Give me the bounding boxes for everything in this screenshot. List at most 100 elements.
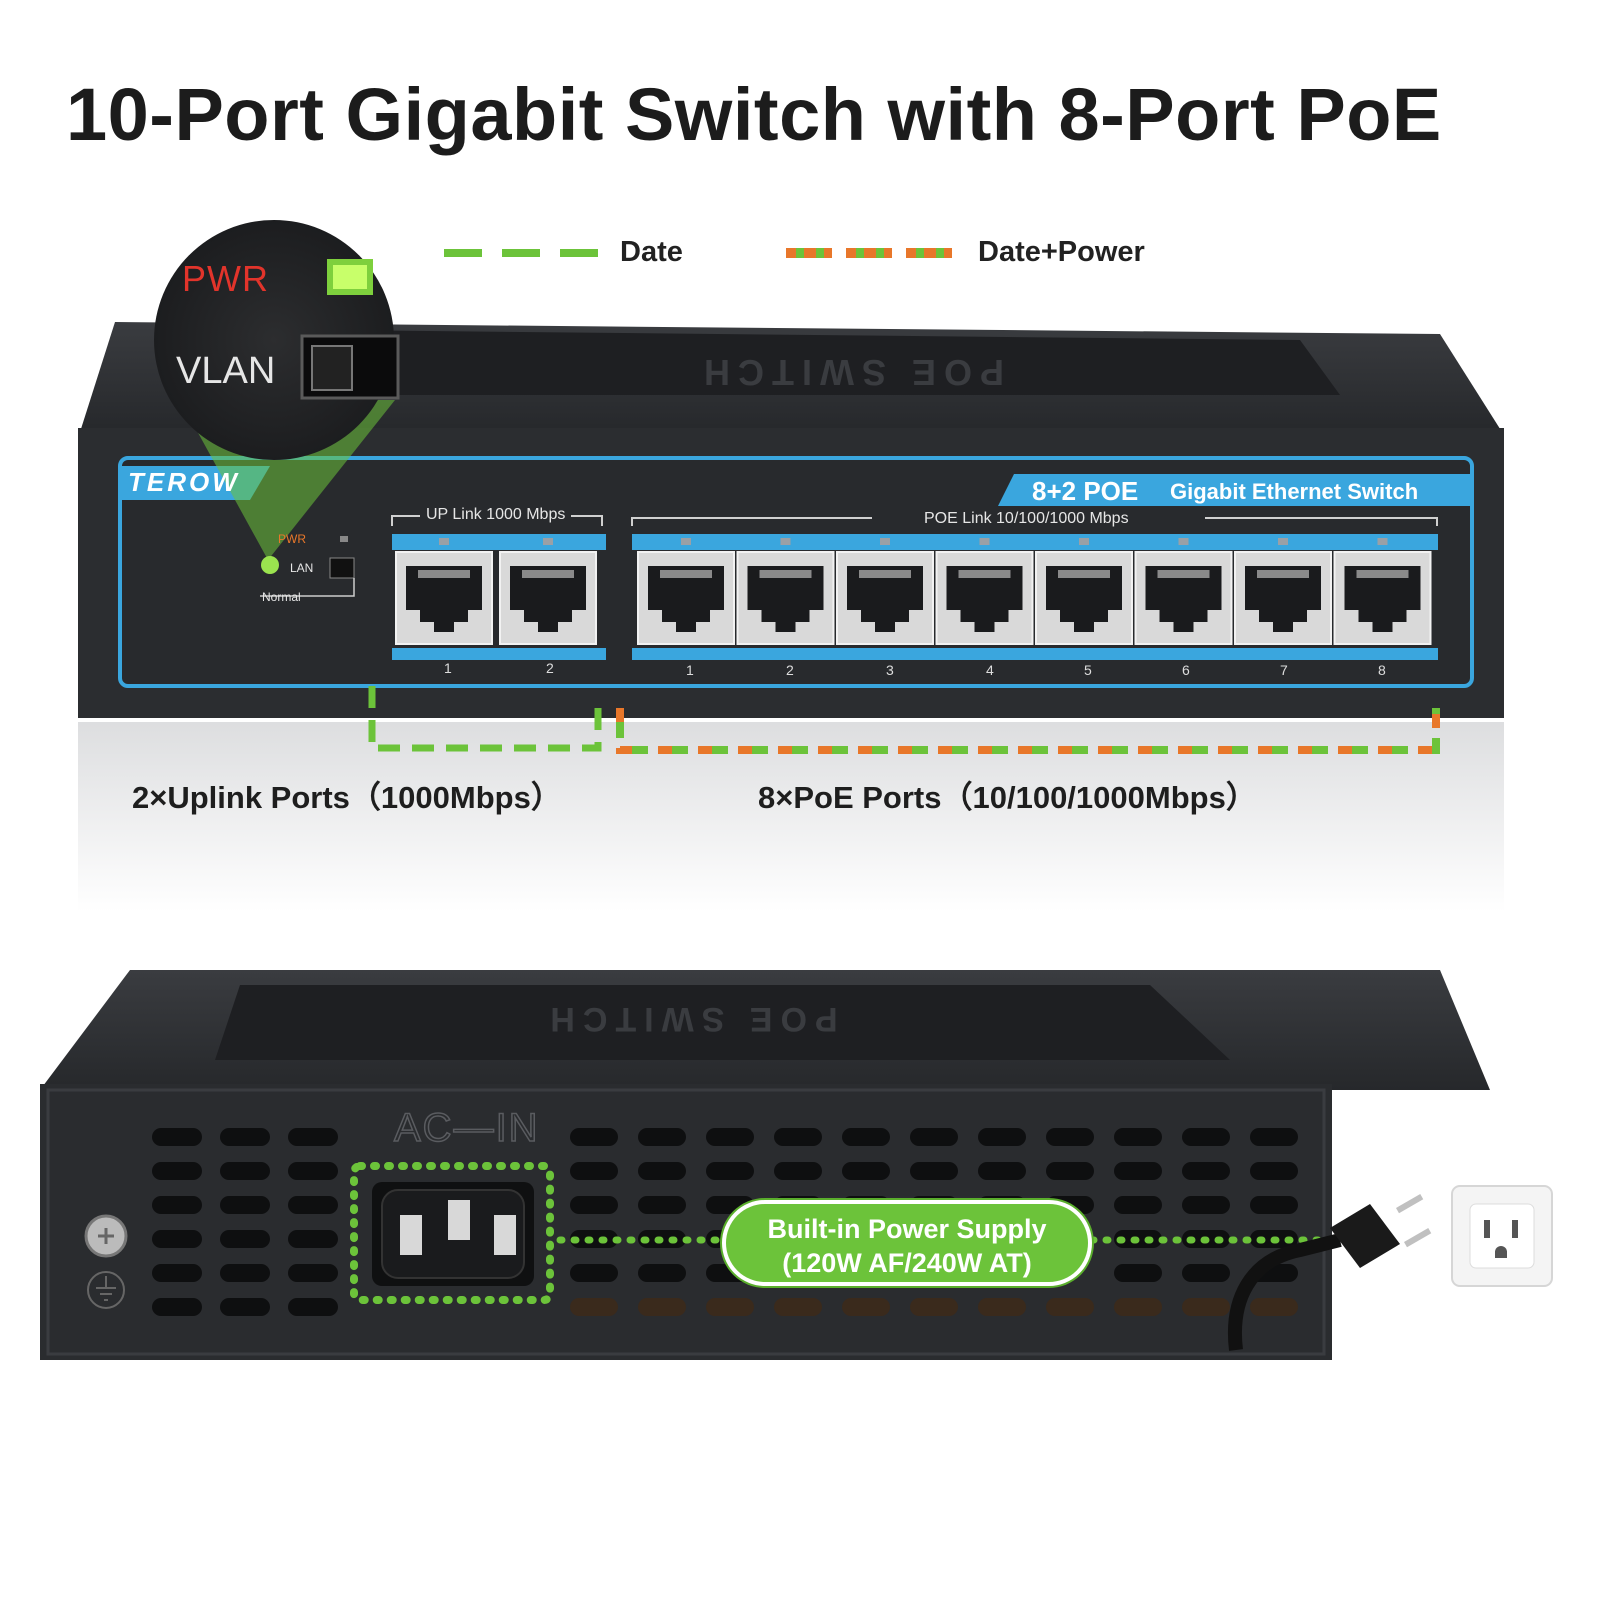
vent-slot — [152, 1196, 202, 1214]
led-highlight-dot — [261, 556, 279, 574]
normal-label: Normal — [262, 590, 301, 604]
psu-line-1: Built-in Power Supply — [767, 1214, 1047, 1244]
uplink-port[interactable] — [395, 538, 493, 645]
vent-slot — [978, 1162, 1026, 1180]
power-cord — [1228, 1233, 1342, 1351]
uplink-port[interactable] — [499, 538, 597, 645]
poe-port-number: 8 — [1378, 662, 1386, 678]
poe-port-number: 4 — [986, 662, 994, 678]
vent-slot — [570, 1162, 618, 1180]
psu-line-2: (120W AF/240W AT) — [782, 1248, 1032, 1278]
poe-port[interactable] — [637, 538, 735, 645]
poe-port[interactable] — [1134, 538, 1233, 645]
vent-slot — [1114, 1298, 1162, 1316]
vlan-switch-label: LAN — [290, 561, 314, 575]
legend-data-label: Date — [620, 236, 683, 268]
poe-port[interactable] — [935, 538, 1034, 645]
model-banner — [998, 474, 1472, 506]
power-supply-badge: Built-in Power Supply (120W AF/240W AT) — [722, 1200, 1092, 1286]
vent-slot — [220, 1196, 270, 1214]
vent-slot — [910, 1128, 958, 1146]
uplink-port-number: 1 — [444, 660, 452, 676]
vent-slot — [842, 1128, 890, 1146]
vent-slot — [220, 1128, 270, 1146]
ac-in-label: AC—IN — [393, 1105, 540, 1151]
model-banner-text: 8+2 POE — [1032, 476, 1139, 506]
poe-port[interactable] — [836, 538, 934, 645]
vent-slot — [706, 1128, 754, 1146]
vent-slot — [638, 1298, 686, 1316]
product-banner-text: Gigabit Ethernet Switch — [1170, 479, 1419, 504]
vent-slot — [220, 1264, 270, 1282]
vent-slot — [774, 1128, 822, 1146]
vent-slot — [152, 1162, 202, 1180]
vent-slot — [910, 1162, 958, 1180]
poe-port[interactable] — [1234, 538, 1332, 645]
vent-slot — [220, 1230, 270, 1248]
vent-slot — [774, 1298, 822, 1316]
vent-slot — [570, 1128, 618, 1146]
vent-slot — [220, 1162, 270, 1180]
vent-slot — [220, 1298, 270, 1316]
zoom-vlan-label: VLAN — [176, 350, 276, 392]
uplink-port-number: 2 — [546, 660, 554, 676]
vent-slot — [706, 1298, 754, 1316]
vent-slot — [288, 1298, 338, 1316]
zoom-pwr-label: PWR — [182, 258, 269, 299]
poe-port[interactable] — [736, 538, 835, 645]
vent-slot — [638, 1128, 686, 1146]
vent-slot — [1114, 1128, 1162, 1146]
ground-symbol — [87, 1271, 125, 1309]
poe-port-number: 2 — [786, 662, 794, 678]
vent-slot — [1250, 1128, 1298, 1146]
poe-port-number: 1 — [686, 662, 694, 678]
vent-slot — [1182, 1128, 1230, 1146]
vent-slot — [910, 1298, 958, 1316]
vent-slot — [774, 1162, 822, 1180]
vent-slot — [288, 1230, 338, 1248]
lid-text-front: POE SWITCH — [696, 352, 1004, 393]
vent-slot — [288, 1196, 338, 1214]
vent-slot — [1046, 1128, 1094, 1146]
poe-port-number: 5 — [1084, 662, 1092, 678]
poe-port-number: 3 — [886, 662, 894, 678]
vent-slot — [842, 1162, 890, 1180]
vent-slot — [152, 1298, 202, 1316]
vent-slot — [1182, 1196, 1230, 1214]
uplink-header: UP Link 1000 Mbps — [420, 506, 572, 524]
headline: 10-Port Gigabit Switch with 8-Port PoE — [66, 73, 1442, 156]
poe-port-number: 6 — [1182, 662, 1190, 678]
vent-slot — [288, 1264, 338, 1282]
vent-slot — [1114, 1162, 1162, 1180]
uplink-caption: 2×Uplink Ports（1000Mbps） — [132, 780, 562, 815]
poe-port-number: 7 — [1280, 662, 1288, 678]
vent-slot — [570, 1264, 618, 1282]
poe-port[interactable] — [1333, 538, 1432, 645]
legend-data-line — [444, 249, 602, 257]
vent-slot — [570, 1298, 618, 1316]
vent-slot — [152, 1128, 202, 1146]
vent-slot — [706, 1162, 754, 1180]
brand-logo: TEROW — [128, 467, 240, 497]
vent-slot — [152, 1230, 202, 1248]
vent-slot — [842, 1298, 890, 1316]
rear-switch-face — [40, 1084, 1332, 1360]
vent-slot — [978, 1128, 1026, 1146]
pwr-led-label: PWR — [278, 532, 306, 546]
ac-inlet-highlight — [350, 1162, 554, 1304]
vent-slot — [570, 1230, 618, 1248]
vent-slot — [570, 1196, 618, 1214]
poe-header: POE Link 10/100/1000 Mbps — [924, 510, 1129, 527]
vent-slot — [1114, 1196, 1162, 1214]
vent-slot — [1046, 1162, 1094, 1180]
lid-emboss-panel — [300, 330, 1340, 395]
vent-slot — [1114, 1264, 1162, 1282]
legend-data-power-label: Date+Power — [978, 236, 1145, 268]
vent-slot — [1182, 1264, 1230, 1282]
vent-slot — [288, 1128, 338, 1146]
zoom-pwr-led — [327, 259, 373, 295]
poe-port[interactable] — [1035, 538, 1133, 645]
vent-slot — [1250, 1162, 1298, 1180]
vent-slot — [1250, 1196, 1298, 1214]
vent-slot — [152, 1264, 202, 1282]
